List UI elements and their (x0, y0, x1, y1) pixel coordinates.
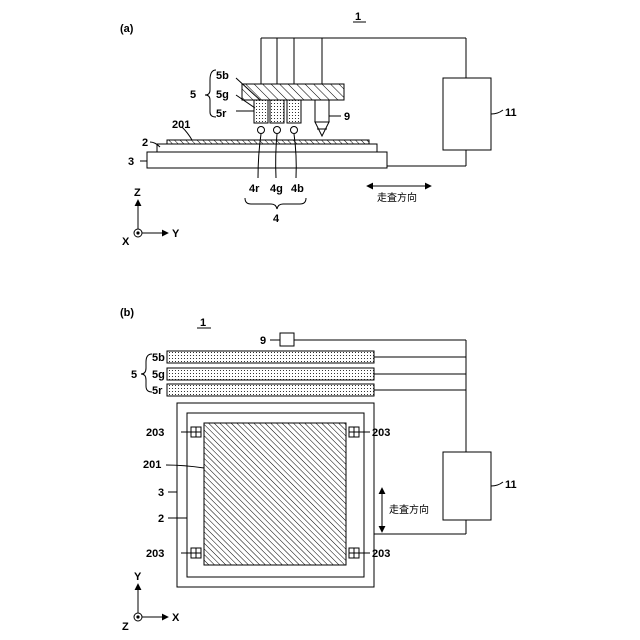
panel-b-label-mark-tr: 203 (372, 427, 390, 439)
panel-a-label-light-group: 4 (273, 213, 280, 225)
panel-b-axis-right: X (172, 612, 180, 624)
panel-b-head-brace (141, 354, 152, 392)
panel-a-label-stage: 3 (128, 156, 134, 168)
panel-b-controller (443, 452, 491, 520)
panel-a-nozzle-g (270, 100, 284, 123)
panel-b-label-mark-br: 203 (372, 548, 390, 560)
panel-b-head-g (167, 368, 374, 380)
panel-a-axes (134, 200, 168, 237)
panel-b-mark-tl (191, 427, 201, 437)
panel-a-axis-right: Y (172, 228, 180, 240)
panel-b-head-r (167, 384, 374, 396)
panel-a-label-controller: 11 (505, 107, 517, 119)
panel-a-label-light-b: 4b (291, 183, 304, 195)
panel-b-ref: 1 (200, 317, 206, 329)
panel-a-nozzle-r (254, 100, 268, 123)
panel-a-light-b (291, 127, 298, 134)
panel-b-axes (134, 584, 168, 621)
panel-b-label-sensor: 9 (260, 335, 266, 347)
panel-b-label-substrate: 201 (143, 459, 161, 471)
panel-b-scan-label: 走査方向 (389, 503, 429, 516)
panel-a-label-head-b: 5b (216, 70, 229, 82)
panel-a-light-r (258, 127, 265, 134)
panel-a-label-substrate: 201 (172, 119, 190, 131)
panel-a-substrate (167, 140, 369, 144)
panel-a-label-light-r: 4r (249, 183, 260, 195)
panel-b: (b) 1 9 5 5b 5g 5r (120, 307, 517, 633)
panel-a-controller (443, 78, 491, 150)
panel-a-tag: (a) (120, 23, 134, 35)
panel-b-sensor (280, 333, 294, 346)
panel-b-axis-out: Z (122, 621, 129, 633)
panel-a-axis-up: Z (134, 187, 141, 199)
panel-b-label-holder: 2 (158, 513, 164, 525)
panel-a-label-head-r: 5r (216, 108, 227, 120)
panel-b-substrate (204, 423, 346, 565)
panel-a-label-sensor: 9 (344, 111, 350, 123)
panel-a-stage (147, 152, 387, 168)
panel-a-light-g (274, 127, 281, 134)
panel-b-tag: (b) (120, 307, 134, 319)
panel-b-label-mark-bl: 203 (146, 548, 164, 560)
panel-b-label-head-b: 5b (152, 352, 165, 364)
panel-b-label-head-g: 5g (152, 369, 165, 381)
panel-a-nozzle-b (287, 100, 301, 123)
panel-b-mark-tr (349, 427, 359, 437)
panel-b-axis-up: Y (134, 571, 142, 583)
panel-b-label-head-group: 5 (131, 369, 137, 381)
panel-b-label-stage: 3 (158, 487, 164, 499)
panel-a-label-head-g: 5g (216, 89, 229, 101)
panel-a-label-head-group: 5 (190, 89, 196, 101)
panel-a-sensor (315, 100, 329, 136)
panel-b-mark-bl (191, 548, 201, 558)
panel-b-label-head-r: 5r (152, 385, 163, 397)
panel-a-scan-label: 走査方向 (377, 191, 417, 204)
panel-b-head-b (167, 351, 374, 363)
panel-b-label-mark-tl: 203 (146, 427, 164, 439)
panel-a-holder (157, 144, 377, 152)
panel-a-axis-out: X (122, 236, 130, 248)
panel-a-label-light-g: 4g (270, 183, 283, 195)
panel-a-ref: 1 (355, 11, 361, 23)
panel-b-label-controller: 11 (505, 479, 517, 491)
panel-a-label-holder: 2 (142, 137, 148, 149)
panel-b-mark-br (349, 548, 359, 558)
panel-a: (a) 1 (120, 11, 517, 248)
